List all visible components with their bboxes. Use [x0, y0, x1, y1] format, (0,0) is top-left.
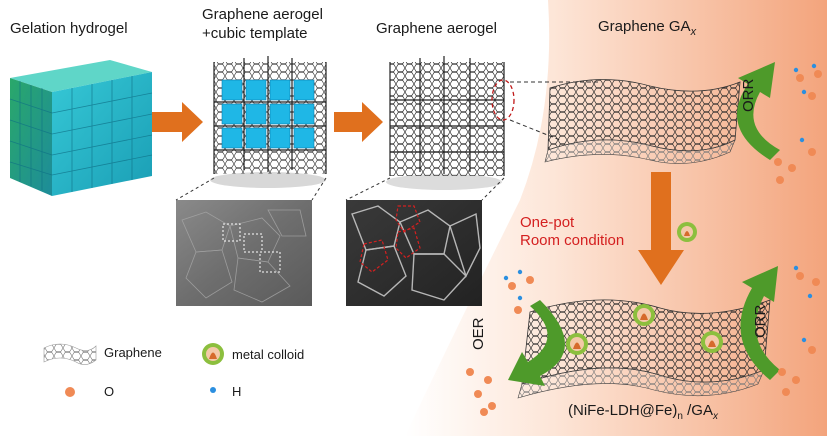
legend-metal-colloid-label: metal colloid [232, 347, 305, 362]
hydrogel-cube [9, 60, 153, 196]
legend-o-label: O [104, 384, 115, 399]
sem-image-aerogel [346, 200, 482, 306]
composite-sheet [517, 299, 771, 399]
process-arrow-2 [334, 102, 383, 142]
label-orr-top: ORR [740, 78, 757, 112]
atoms-top-right [774, 63, 822, 184]
label-room-condition: Room condition [520, 232, 625, 249]
label-orr-bottom: ORR [752, 304, 769, 338]
label-one-pot: One-pot [520, 214, 575, 231]
atoms-bottom-right [778, 265, 820, 396]
oxygen-atom-icon [65, 387, 75, 397]
graphene-aerogel-structure [386, 56, 515, 190]
label-template-line1: Graphene aerogel [202, 6, 323, 23]
metal-colloid-icon [202, 343, 224, 365]
hydrogen-atom-icon [210, 387, 216, 393]
label-product: (NiFe-LDH@Fe)n /GAx [568, 402, 718, 422]
orr-arrow-top [737, 62, 780, 160]
label-oer: OER [470, 317, 487, 350]
label-graphene-ga: Graphene GAx [598, 18, 697, 38]
legend-h-label: H [232, 384, 242, 399]
atoms-bottom-left [466, 269, 534, 416]
process-arrow-1 [152, 102, 203, 142]
graphene-sheet-icon [43, 343, 97, 365]
process-arrow-down [638, 172, 684, 285]
label-template-line2: +cubic template [202, 25, 308, 42]
aerogel-template-structure [210, 56, 327, 188]
label-graphene-aerogel: Graphene aerogel [376, 20, 497, 37]
sem-image-template [176, 200, 312, 306]
metal-colloid-particles [566, 304, 723, 355]
oer-arrow [508, 300, 565, 386]
metal-colloid-icon-mid [677, 222, 697, 242]
zoom-circle [491, 79, 515, 121]
orr-arrow-bottom [740, 266, 780, 380]
label-gelation-hydrogel: Gelation hydrogel [10, 20, 128, 37]
graphene-ga-sheet [544, 79, 741, 164]
legend-graphene-label: Graphene [104, 345, 162, 360]
